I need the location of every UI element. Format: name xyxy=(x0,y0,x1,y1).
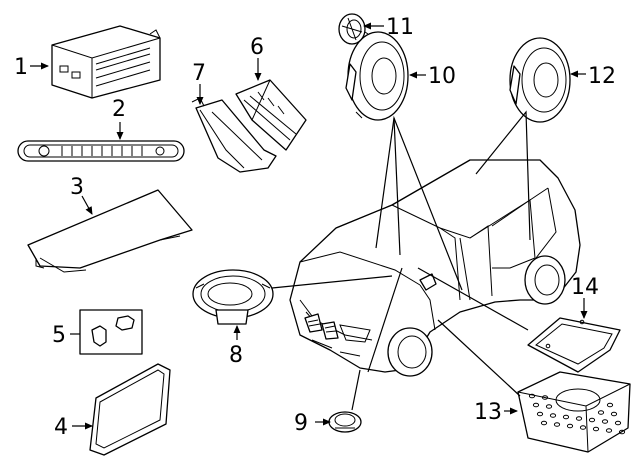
callout-9: 9 xyxy=(294,411,308,436)
subwoofer-vent-hole xyxy=(605,428,613,433)
display-panel-icon xyxy=(89,363,171,456)
speaker-icon xyxy=(509,37,571,123)
subwoofer-vent-hole xyxy=(606,402,614,408)
display-housing-icon xyxy=(27,189,193,273)
subwoofer-vent-hole xyxy=(553,422,561,427)
callout-5: 5 xyxy=(52,323,66,348)
vehicle-suv-icon xyxy=(289,159,581,377)
callout-14: 14 xyxy=(571,275,599,300)
subwoofer-vent-hole xyxy=(541,395,549,400)
callout-7: 7 xyxy=(192,61,206,86)
amplifier-module-icon xyxy=(235,79,307,151)
callout-10: 10 xyxy=(428,64,456,89)
callout-6: 6 xyxy=(250,35,264,60)
subwoofer-vent-hole xyxy=(532,402,540,408)
callout-1: 1 xyxy=(14,55,28,80)
subwoofer-vent-hole xyxy=(588,417,596,423)
radio-receiver-icon xyxy=(51,25,161,99)
subwoofer-vent-hole xyxy=(566,423,574,429)
callout-12: 12 xyxy=(588,64,616,89)
subwoofer-vent-hole xyxy=(592,426,600,432)
subwoofer-vent-hole xyxy=(540,420,548,426)
control-panel-icon xyxy=(17,140,185,162)
subwoofer-vent-hole xyxy=(536,411,544,417)
subwoofer-vent-hole xyxy=(618,429,626,435)
subwoofer-vent-hole xyxy=(597,410,605,415)
speaker-icon xyxy=(192,269,274,325)
subwoofer-vent-hole xyxy=(575,416,583,421)
leader-lines xyxy=(271,110,531,411)
subwoofer-vent-hole xyxy=(562,414,570,420)
tweeter-icon xyxy=(328,411,362,433)
subwoofer-vent-hole xyxy=(549,413,557,418)
callout-8: 8 xyxy=(229,343,243,368)
subwoofer-vent-hole xyxy=(579,425,587,430)
callout-labels: 1 2 3 4 5 6 7 8 9 10 11 12 13 14 xyxy=(14,15,616,440)
callout-arrows xyxy=(30,22,588,430)
cover-panel-icon xyxy=(527,317,621,373)
callout-4: 4 xyxy=(54,415,68,440)
callout-2: 2 xyxy=(112,97,126,122)
callout-13: 13 xyxy=(474,400,502,425)
subwoofer-vent-hole xyxy=(614,420,622,426)
subwoofer-vent-hole xyxy=(528,393,536,399)
subwoofer-vent-hole xyxy=(610,411,618,417)
bracket-set-icon xyxy=(79,309,143,355)
subwoofer-vent-hole xyxy=(545,404,553,409)
callout-11: 11 xyxy=(386,15,414,40)
subwoofer-icon xyxy=(517,371,631,453)
tweeter-grille-icon xyxy=(338,13,366,45)
subwoofer-vent-hole xyxy=(601,419,609,424)
callout-3: 3 xyxy=(70,175,84,200)
